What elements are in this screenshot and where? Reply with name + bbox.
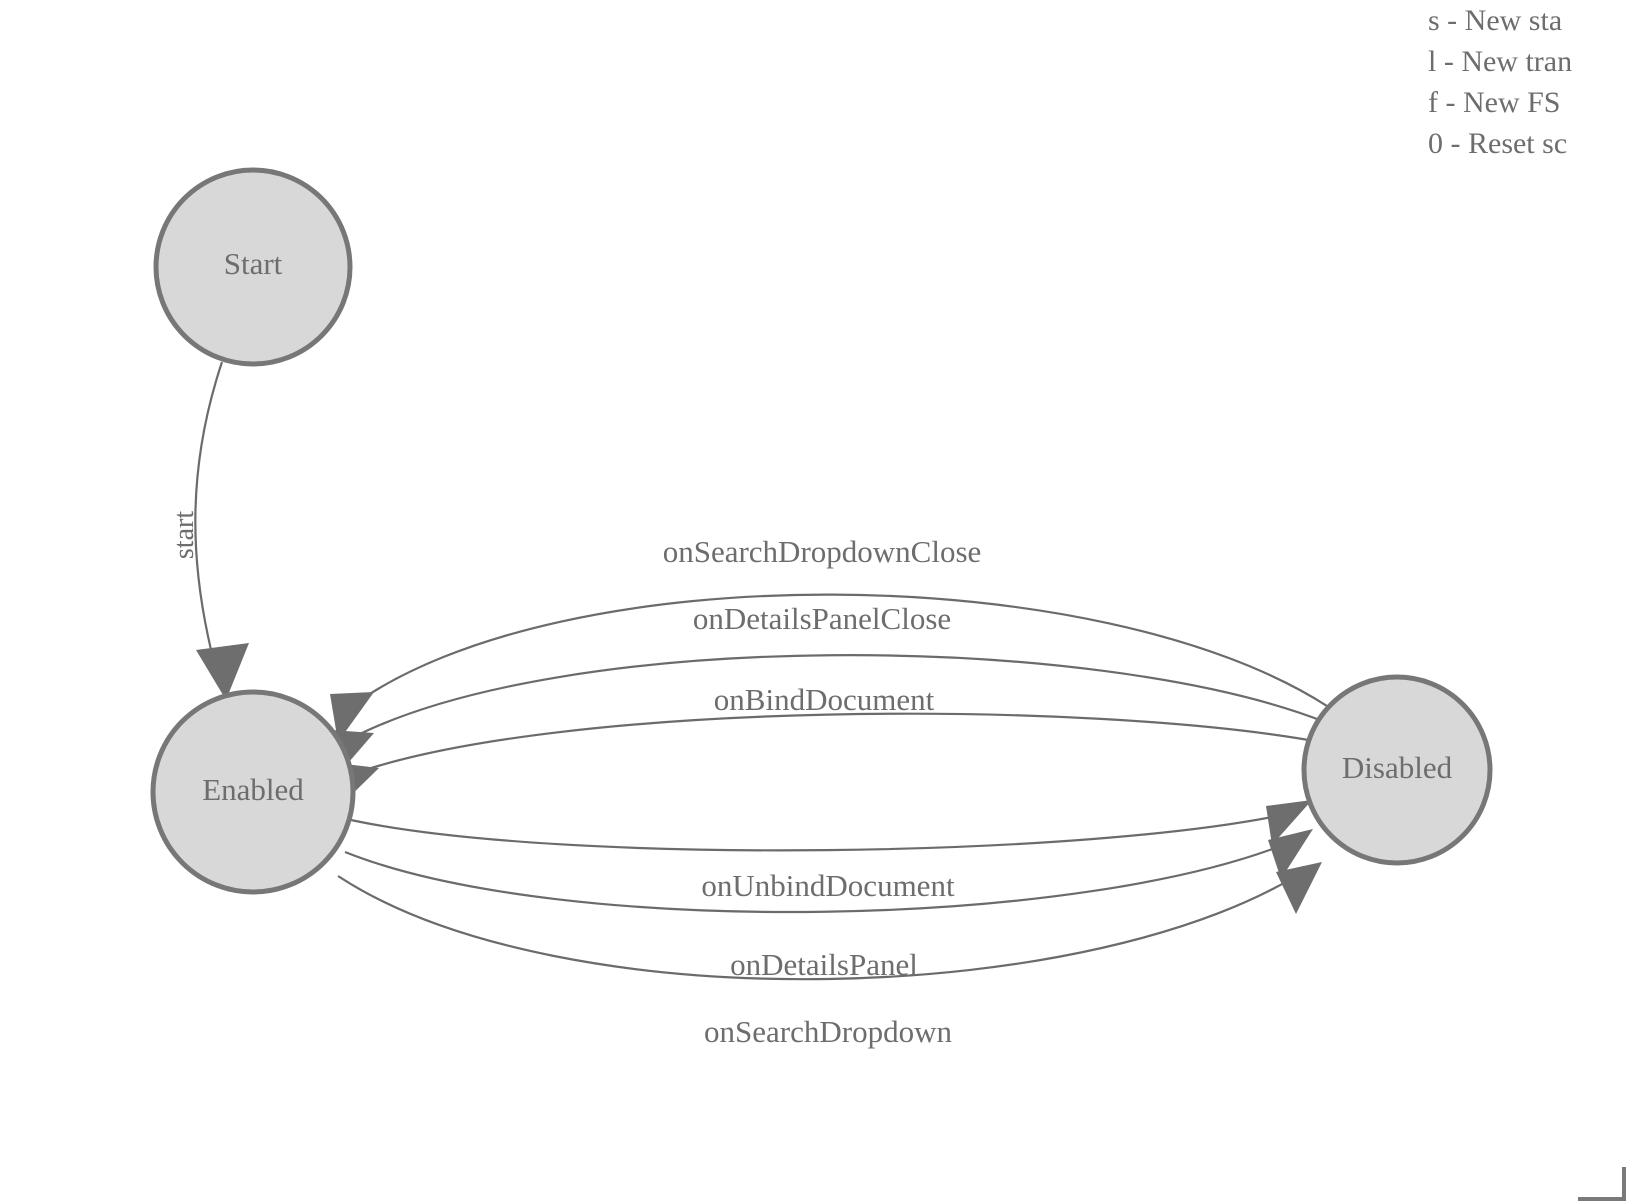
transition-label-on-search-dropdown: onSearchDropdown [704, 1014, 952, 1049]
transition-on-unbind-document-arrowhead [1266, 800, 1312, 845]
state-node-disabled[interactable]: Disabled [1301, 674, 1493, 866]
transition-on-search-dropdown-close-path[interactable] [351, 593, 1328, 707]
transition-on-bind-document[interactable] [336, 712, 1321, 806]
transition-on-search-dropdown-close-arrowhead [330, 692, 374, 742]
state-node-start-label: Start [224, 246, 283, 281]
state-node-enabled-circle[interactable] [150, 689, 356, 895]
transition-on-details-panel-close-path[interactable] [347, 654, 1326, 741]
transition-label-on-bind-document: onBindDocument [714, 682, 935, 717]
transition-on-unbind-document-path[interactable] [350, 810, 1297, 852]
transition-label-start: start [169, 511, 200, 559]
transition-on-search-dropdown[interactable] [337, 862, 1322, 981]
transition-label-on-search-dropdown-close: onSearchDropdownClose [663, 534, 982, 569]
transition-on-details-panel[interactable] [344, 829, 1313, 914]
transition-on-details-panel-path[interactable] [344, 836, 1301, 914]
transition-on-bind-document-path[interactable] [349, 712, 1321, 777]
transition-start-arrowhead [196, 643, 249, 700]
transition-on-search-dropdown-arrowhead [1276, 862, 1322, 914]
transition-label-on-unbind-document: onUnbindDocument [701, 868, 955, 903]
transition-label-on-details-panel-close: onDetailsPanelClose [693, 601, 951, 636]
transition-start-path[interactable] [194, 361, 224, 659]
transition-on-search-dropdown-close[interactable] [330, 593, 1328, 742]
state-node-enabled-label: Enabled [202, 772, 304, 807]
resize-corner-mark [1578, 1167, 1626, 1201]
transition-label-on-details-panel: onDetailsPanel [730, 947, 918, 982]
state-node-disabled-label: Disabled [1342, 750, 1453, 785]
state-node-enabled[interactable]: Enabled [150, 689, 356, 895]
transition-on-details-panel-arrowhead [1268, 829, 1313, 879]
state-node-disabled-circle[interactable] [1301, 674, 1493, 866]
state-node-start[interactable]: Start [153, 167, 353, 367]
transition-on-unbind-document[interactable] [350, 800, 1312, 852]
transition-on-search-dropdown-path[interactable] [337, 865, 1313, 981]
transition-start[interactable] [194, 361, 249, 700]
state-node-start-circle[interactable] [153, 167, 353, 367]
